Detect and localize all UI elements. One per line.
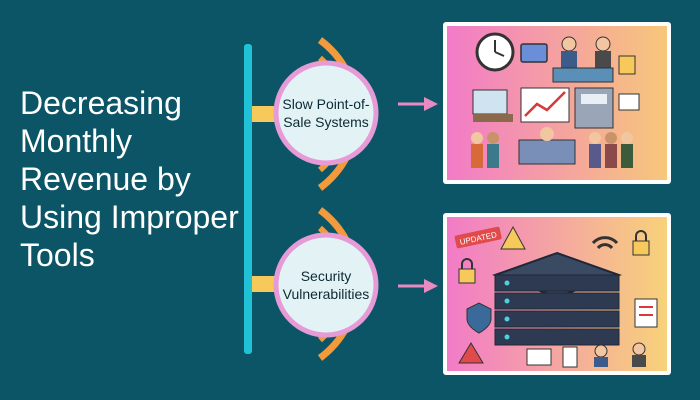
pos-system-collage-icon — [447, 26, 667, 180]
arrow-head-2 — [424, 279, 438, 293]
server-security-collage-icon: UPDATED — [447, 217, 667, 371]
arrow-head-1 — [424, 97, 438, 111]
node-circle-1 — [273, 60, 379, 166]
illustration-pos — [443, 22, 671, 184]
node-label-1: Slow Point-of-Sale Systems — [282, 96, 370, 130]
server-stack-icon — [492, 251, 622, 346]
alert-icon — [458, 342, 484, 364]
node-label-2: Security Vulnerabilities — [282, 268, 370, 302]
node-circle-2 — [273, 232, 379, 338]
shield-icon — [466, 302, 492, 334]
updated-badge — [454, 226, 502, 249]
warning-icon — [500, 225, 526, 250]
trend-chart-icon — [520, 87, 570, 123]
connector-2 — [252, 276, 280, 292]
connector-1 — [252, 106, 280, 122]
timeline-spine — [244, 44, 252, 354]
person-icon — [594, 344, 608, 358]
checklist-icon — [634, 298, 658, 328]
credit-card-icon — [520, 43, 548, 63]
customers-queue-icon — [471, 127, 633, 168]
shopping-bag-icon — [618, 55, 636, 75]
illustration-security: UPDATED — [443, 213, 671, 375]
page-title: Decreasing Monthly Revenue by Using Impr… — [20, 85, 239, 273]
monitor-icon — [526, 348, 552, 366]
phone-icon — [562, 346, 578, 368]
wifi-icon — [591, 236, 619, 245]
padlock-icon — [632, 240, 650, 256]
